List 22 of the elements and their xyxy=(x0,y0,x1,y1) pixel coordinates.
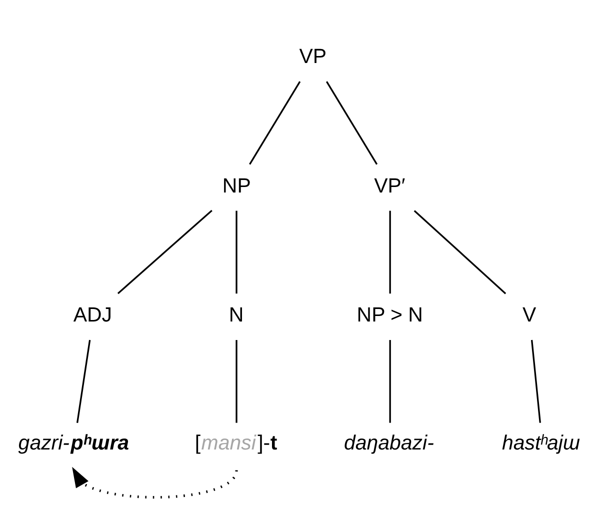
connector xyxy=(530,339,541,422)
connector xyxy=(326,80,378,164)
connector xyxy=(236,340,238,422)
connector xyxy=(389,340,391,422)
node-text: gazri-pʰɯra xyxy=(18,430,130,454)
arrow xyxy=(72,466,238,498)
node-text: V xyxy=(522,303,536,326)
node-text: daŋabazi- xyxy=(344,430,434,454)
connector xyxy=(76,339,91,422)
connector xyxy=(236,210,238,294)
node-text: NP xyxy=(222,174,251,197)
node-text: N xyxy=(228,303,244,326)
connector xyxy=(389,210,391,294)
node-text: [mansi]-t xyxy=(194,430,278,454)
node-text: ADJ xyxy=(73,303,112,326)
connector xyxy=(414,210,506,294)
node-text: NP > N xyxy=(356,303,423,326)
connector xyxy=(249,80,301,164)
node-text: VP xyxy=(299,44,327,68)
node-text: hastʰajɯ xyxy=(502,430,580,454)
node-text: VP′ xyxy=(374,174,406,197)
connector xyxy=(117,209,212,294)
